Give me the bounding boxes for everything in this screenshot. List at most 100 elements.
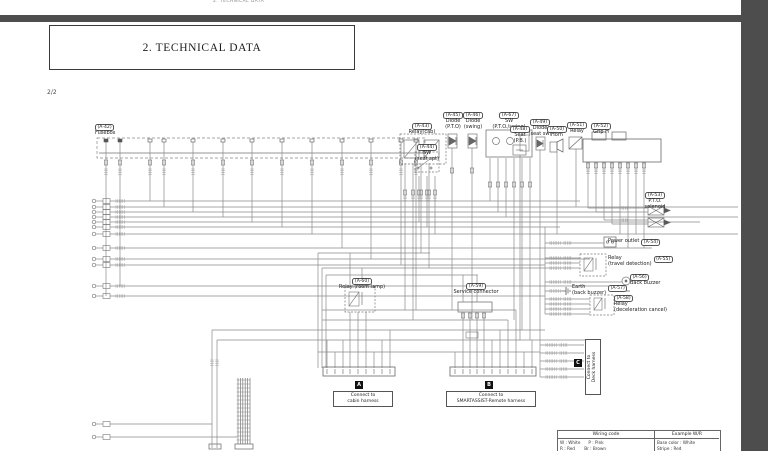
component-id: (A-56) xyxy=(630,274,650,282)
component-label-a54: Power outlet (A-54) xyxy=(608,238,661,247)
bottom-left-bundle xyxy=(208,359,254,450)
component-id: (A-46) xyxy=(463,112,483,120)
component-label-a55: Relay (travel detection) (A-55) xyxy=(608,255,673,268)
component-name: Relay xyxy=(570,128,584,135)
component-name: Grip H xyxy=(593,129,609,136)
legend-left-header: Wiring code xyxy=(558,431,654,439)
component-id: (A-51) xyxy=(567,122,587,130)
relay-room-lamp-symbol xyxy=(344,286,376,313)
component-label-a53: (A-53) P.T.O. solenoid xyxy=(638,192,672,211)
pto-solenoid-symbol xyxy=(588,205,671,228)
horn-symbol xyxy=(549,138,564,153)
component-id: (A-42) xyxy=(95,124,115,132)
component-label-a48: (A-48) Seat (P.B.) xyxy=(506,126,534,145)
component-label-a49: (A-49) Diode (seat sw) xyxy=(526,119,554,138)
component-id: (A-45) xyxy=(443,112,463,120)
diode-pto-symbol xyxy=(447,133,458,149)
fusebox-symbol xyxy=(96,137,426,310)
component-id: (A-57) xyxy=(608,285,628,293)
legend-row: W : White P : Pink xyxy=(560,439,604,445)
component-id: (A-67) xyxy=(499,112,519,120)
connect-deck-harness-box: Connect to Deck harness xyxy=(585,339,601,395)
component-label-a67: (A-67) SW (P.T.O./swing) xyxy=(482,112,536,131)
component-label-a45: (A-45) Diode (P.T.O) xyxy=(441,112,465,131)
seat-pb-symbol xyxy=(512,144,527,156)
legend-row: R : Red Br : Brown xyxy=(560,445,607,451)
page-number: 2/2 xyxy=(47,89,57,96)
diode-seat-symbol xyxy=(535,136,546,151)
component-name: P.T.O. solenoid xyxy=(644,198,666,211)
component-name: Power outlet xyxy=(608,238,640,244)
component-name: Service connector xyxy=(453,289,499,296)
component-name: Diode (seat sw) xyxy=(528,125,552,138)
cabin-harness-strip xyxy=(322,366,396,377)
component-name: Horn xyxy=(551,132,563,139)
component-name: SW (P.T.O./swing) xyxy=(492,118,526,131)
component-label-a56: (A-56) Back buzzer xyxy=(630,274,674,287)
component-id: (A-60) xyxy=(352,278,372,286)
grip-heater-symbol xyxy=(582,131,662,174)
component-id: (A-55) xyxy=(653,256,673,264)
component-id: (A-44) xyxy=(417,144,437,152)
legend-row: Base color : White xyxy=(657,439,696,445)
component-label-a59: (A-59) Service connector xyxy=(452,283,500,296)
viewer-right-band xyxy=(741,0,768,451)
connect-deck-harness-label: Connect to Deck harness xyxy=(587,351,598,383)
connector-marker-a: A xyxy=(355,381,363,389)
component-label-a50: (A-50) Horn xyxy=(545,126,569,139)
component-name: SW (seat spt) xyxy=(415,150,439,163)
component-name: Relay(cab) xyxy=(408,129,436,136)
legend-right-header: Example W/R xyxy=(655,431,719,439)
component-name: Diode (swing) xyxy=(463,118,483,131)
component-label-a42: (A-42) Fusebox xyxy=(95,124,139,137)
component-name: Back buzzer xyxy=(630,280,661,287)
component-id: (A-53) xyxy=(645,192,665,200)
relay-decel-symbol xyxy=(589,294,615,316)
wiring-code-legend: Wiring code W : White P : Pink R : Red B… xyxy=(557,430,721,451)
connect-cabin-harness-box: Connect to cabin harness xyxy=(333,391,393,407)
component-id: (A-43) xyxy=(412,123,432,131)
component-label-a52: (A-52) Grip H xyxy=(586,123,616,136)
component-label-a44: (A-44) SW (seat spt) xyxy=(412,144,442,163)
relay-a51-symbol xyxy=(568,136,583,150)
smartassist-harness-strip xyxy=(449,366,537,377)
relay-travel-symbol xyxy=(579,253,607,277)
component-id: (A-48) xyxy=(510,126,530,134)
component-label-a43: (A-43) Relay(cab) xyxy=(396,123,448,136)
page-title: 2. TECHNICAL DATA xyxy=(142,41,262,54)
connector-marker-b: B xyxy=(485,381,493,389)
component-id: (A-54) xyxy=(641,239,661,247)
component-name: Seat (P.B.) xyxy=(513,132,527,145)
viewer-top-bar xyxy=(0,15,741,22)
section-title-box: 2. TECHNICAL DATA xyxy=(49,25,355,70)
component-name: Fusebox xyxy=(95,130,116,137)
component-id: (A-50) xyxy=(547,126,567,134)
left-terminals xyxy=(91,198,738,440)
wire-mesh xyxy=(211,148,645,448)
seat-sw-symbol xyxy=(414,151,440,173)
pto-swing-sw-symbol xyxy=(485,129,533,158)
component-id: (A-58) xyxy=(614,295,634,303)
connector-marker-c: C xyxy=(574,359,582,367)
legend-row: Stripe : Red xyxy=(657,445,682,451)
component-name: Earth (back buzzer) xyxy=(572,284,607,296)
running-header: 2. TECHNICAL DATA xyxy=(213,0,265,4)
component-name: Relay (deceleration cancel) xyxy=(614,301,667,314)
earth-symbol xyxy=(562,287,571,295)
component-name: Relay (travel detection) xyxy=(608,255,652,267)
component-label-a58: (A-58) Relay (deceleration cancel) xyxy=(614,295,674,314)
component-name: Relay (room lamp) xyxy=(338,284,386,291)
component-id: (A-49) xyxy=(530,119,550,127)
connect-smartassist-harness-box: Connect to SMARTASSIST-Remote harness xyxy=(446,391,536,407)
right-wire-bundles xyxy=(540,241,622,379)
service-connector-symbol xyxy=(457,301,493,339)
diode-swing-symbol xyxy=(467,133,478,149)
component-id: (A-52) xyxy=(591,123,611,131)
power-outlet-symbol xyxy=(603,236,617,248)
component-label-a51: (A-51) Relay xyxy=(565,122,589,135)
component-label-a46: (A-46) Diode (swing) xyxy=(461,112,485,131)
component-id: (A-59) xyxy=(466,283,486,291)
component-label-a57: Earth (back buzzer) (A-57) xyxy=(572,284,628,297)
